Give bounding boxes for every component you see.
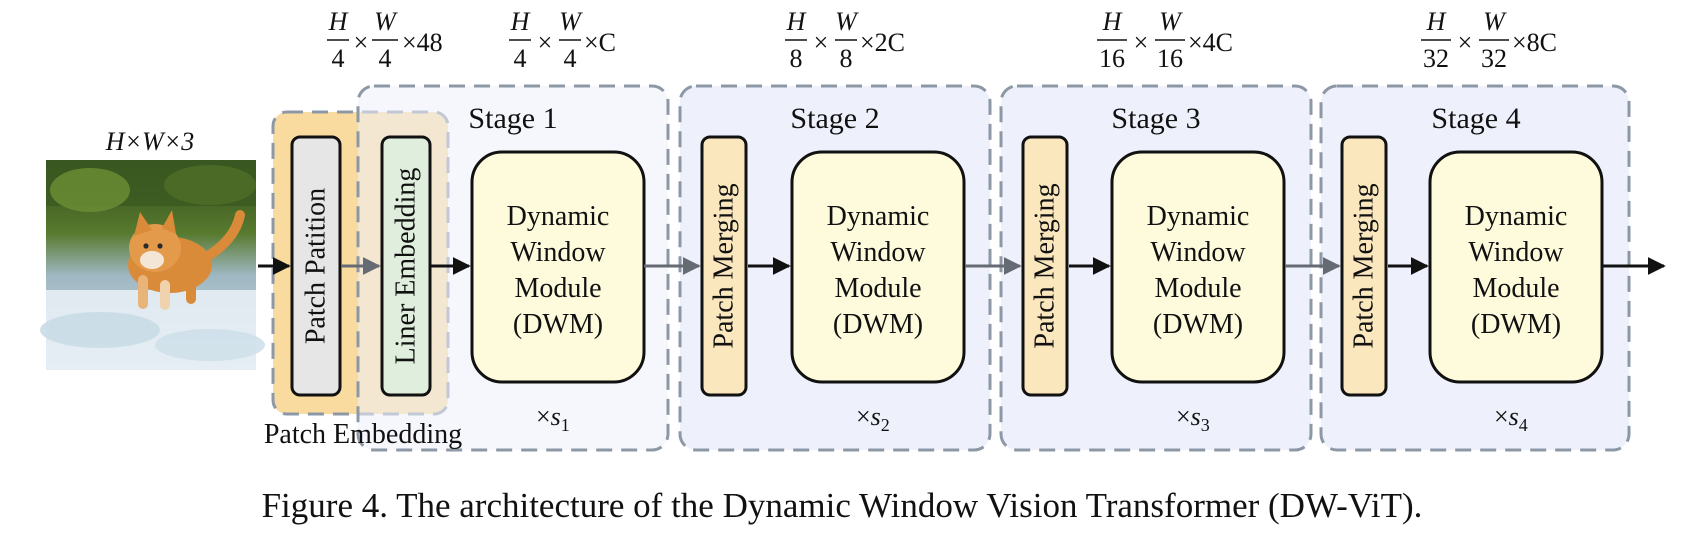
- stage-dim-w-den-3: 16: [1157, 44, 1183, 73]
- dwm-line-3-1: Dynamic: [1147, 201, 1250, 232]
- stage-dim-w-den-4: 32: [1481, 44, 1507, 73]
- stage-dim-times-2: ×: [814, 28, 829, 57]
- dwm-line-3-4: (DWM): [1153, 309, 1243, 340]
- liner-embedding-label: Liner Embedding: [391, 168, 422, 365]
- dwm-line-1-4: (DWM): [513, 309, 603, 340]
- dwm-line-2-2: Window: [830, 237, 926, 268]
- stage-dim-times-3: ×: [1134, 28, 1149, 57]
- dim-h-num: H: [328, 7, 349, 36]
- patch-merging-block-4: [1340, 135, 1388, 397]
- patch-merging-label-2: Patch Merging: [709, 183, 740, 348]
- dwm-line-4-3: Module: [1472, 273, 1559, 304]
- patch-merging-label-3: Patch Merging: [1030, 183, 1061, 348]
- stage-dim-channels-4: ×8C: [1512, 28, 1557, 57]
- cat-figure: [128, 210, 245, 310]
- dim-h-den: 4: [332, 44, 345, 73]
- stage-dim-h-num-1: H: [510, 7, 531, 36]
- stage-title-2: Stage 2: [790, 102, 879, 135]
- stage-dim-h-den-4: 32: [1423, 44, 1449, 73]
- stage-dim-w-num-2: W: [835, 7, 859, 36]
- stage-dim-w-den-1: 4: [564, 44, 577, 73]
- dwm-line-2-3: Module: [834, 273, 921, 304]
- dwm-line-1-1: Dynamic: [507, 201, 610, 232]
- input-image: [40, 160, 265, 370]
- stage-dim-h-den-2: 8: [790, 44, 803, 73]
- dwm-line-2-1: Dynamic: [827, 201, 930, 232]
- stage-dim-channels-2: ×2C: [860, 28, 905, 57]
- stage-repeat-2: ×s2: [856, 402, 890, 435]
- stage-repeat-4: ×s4: [1494, 402, 1528, 435]
- stage-dim-w-num-4: W: [1483, 7, 1507, 36]
- dwm-line-4-4: (DWM): [1471, 309, 1561, 340]
- patch-partition-label: Patch Patition: [301, 188, 332, 344]
- dwm-block-4: [1428, 150, 1604, 384]
- architecture-diagram: H×W×3 Patch Patition Liner: [40, 7, 1666, 452]
- stage-dim-channels-3: ×4C: [1188, 28, 1233, 57]
- dim-w-den: 4: [379, 44, 392, 73]
- dim-w-num: W: [374, 7, 398, 36]
- stage-repeat-3: ×s3: [1176, 402, 1210, 435]
- stage-dim-w-num-3: W: [1159, 7, 1183, 36]
- stage-dim-w-num-1: W: [559, 7, 583, 36]
- dwm-line-3-3: Module: [1154, 273, 1241, 304]
- patch-merging-block-2: [700, 135, 748, 397]
- dwm-block-3: [1110, 150, 1286, 384]
- dim-channels: ×48: [402, 28, 443, 57]
- patch-partition-block: [290, 135, 342, 397]
- dwm-line-4-2: Window: [1468, 237, 1564, 268]
- patch-merging-label-4: Patch Merging: [1349, 183, 1380, 348]
- stage-dim-times-4: ×: [1458, 28, 1473, 57]
- stage-dim-h-num-2: H: [786, 7, 807, 36]
- stages-layer: Stage 1DynamicWindowModule(DWM)×s1H4×W4×…: [468, 7, 1604, 435]
- stage-title-1: Stage 1: [468, 102, 557, 135]
- dwm-block-2: [790, 150, 966, 384]
- stage-dim-times-1: ×: [538, 28, 553, 57]
- liner-embedding-block: [380, 135, 432, 397]
- stage-dim-h-num-4: H: [1426, 7, 1447, 36]
- dwm-line-1-3: Module: [514, 273, 601, 304]
- stage-dim-w-den-2: 8: [840, 44, 853, 73]
- patch-embedding-label: Patch Embedding: [264, 419, 462, 450]
- dwm-line-1-2: Window: [510, 237, 606, 268]
- dwm-line-2-4: (DWM): [833, 309, 923, 340]
- stage-dim-h-num-3: H: [1102, 7, 1123, 36]
- stage-title-3: Stage 3: [1111, 102, 1200, 135]
- stage-dim-channels-1: ×C: [584, 28, 616, 57]
- dwm-line-3-2: Window: [1150, 237, 1246, 268]
- stage-title-4: Stage 4: [1431, 102, 1520, 135]
- dim-times: ×: [354, 28, 369, 57]
- input-dims-label: H×W×3: [105, 127, 195, 156]
- patch-merging-block-3: [1021, 135, 1069, 397]
- stage-dim-h-den-3: 16: [1099, 44, 1125, 73]
- figure-caption: Figure 4. The architecture of the Dynami…: [261, 486, 1423, 525]
- stage-repeat-1: ×s1: [536, 402, 570, 435]
- stage-dim-h-den-1: 4: [514, 44, 527, 73]
- patch-embedding-dims: H 4 × W 4 ×48: [327, 7, 443, 73]
- dwm-line-4-1: Dynamic: [1465, 201, 1568, 232]
